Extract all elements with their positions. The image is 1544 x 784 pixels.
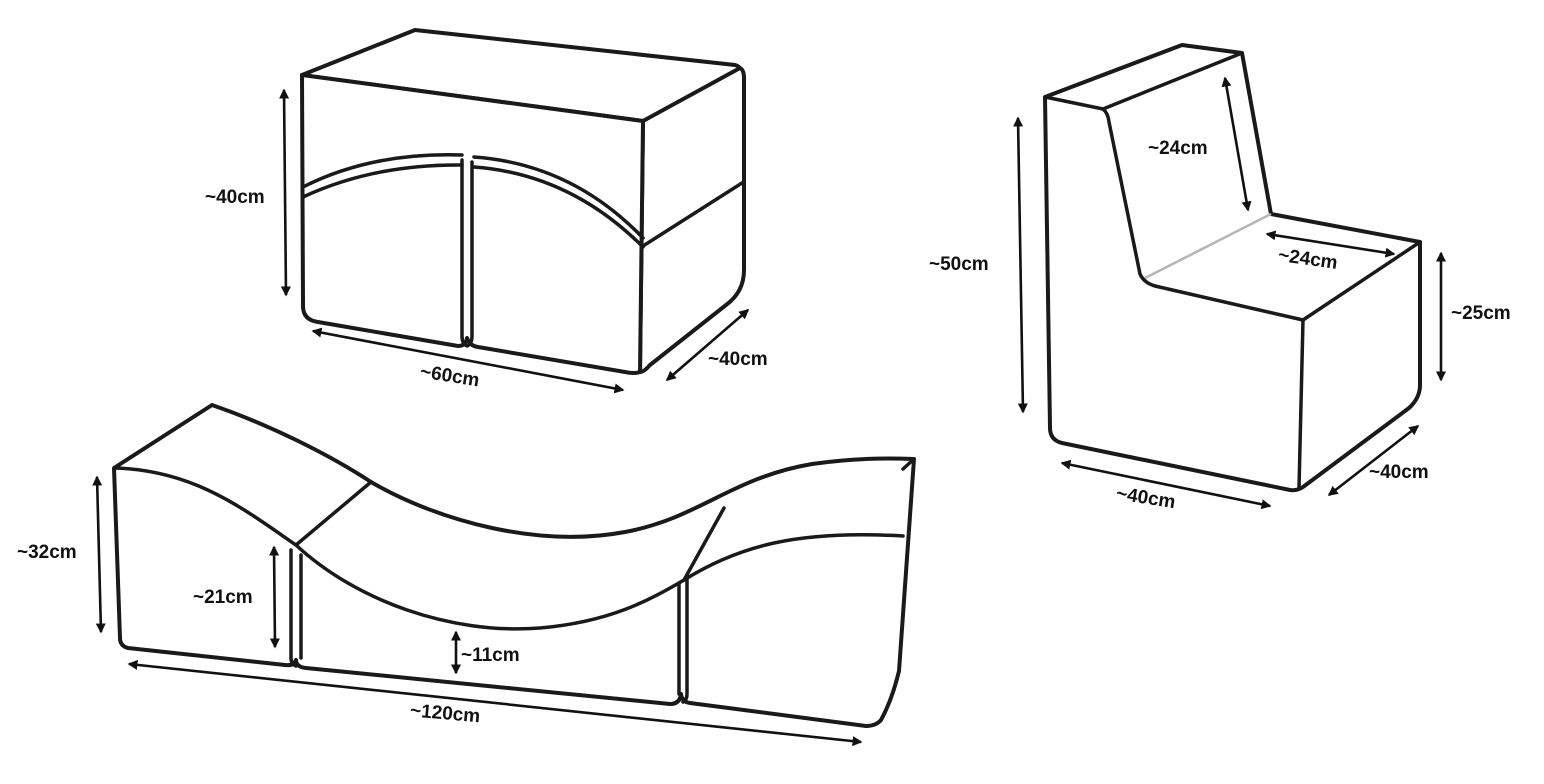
arch-cube-arch-upper bbox=[301, 153, 645, 240]
label-wave-center-height: ~11cm bbox=[461, 645, 520, 666]
dim-arrow-wave-end-height bbox=[92, 475, 106, 634]
dim-arrow-chair-total-height bbox=[1013, 116, 1028, 414]
dim-arrow-arch-width bbox=[311, 327, 625, 394]
wave-lounger-front-curve bbox=[294, 532, 905, 631]
dim-arrow-chair-seat-depth bbox=[1265, 230, 1396, 258]
label-chair-back-height: ~24cm bbox=[1148, 138, 1208, 159]
label-chair-total-height: ~50cm bbox=[929, 254, 989, 275]
arch-cube-arch-lower bbox=[301, 163, 645, 249]
chair-drawing bbox=[1043, 43, 1422, 493]
dim-arrow-arch-height bbox=[279, 88, 291, 297]
label-arch-height: ~40cm bbox=[205, 187, 265, 208]
chair-front-edge bbox=[1297, 318, 1305, 490]
wave-lounger-body bbox=[112, 403, 916, 728]
dimension-arrows bbox=[92, 76, 1446, 747]
label-wave-length: ~120cm bbox=[409, 700, 481, 727]
label-chair-width: ~40cm bbox=[1115, 483, 1177, 513]
arch-cube-drawing bbox=[300, 28, 746, 375]
label-chair-seat-height: ~25cm bbox=[1451, 303, 1511, 324]
dim-arrow-chair-back-height bbox=[1221, 76, 1252, 212]
dim-arrow-chair-depth bbox=[1327, 424, 1420, 497]
wave-lounger-far-edge bbox=[901, 457, 916, 471]
label-arch-width: ~60cm bbox=[419, 361, 481, 391]
dim-arrow-arch-depth bbox=[665, 309, 750, 381]
wave-lounger-top-seam-2 bbox=[682, 506, 726, 582]
label-chair-depth: ~40cm bbox=[1369, 462, 1429, 483]
label-wave-side-height: ~21cm bbox=[193, 587, 253, 608]
arch-cube-side-face bbox=[638, 66, 746, 374]
dim-arrow-wave-side-height bbox=[269, 545, 280, 649]
dimension-labels: ~40cm ~60cm ~40cm ~50cm ~24cm ~24cm ~25c… bbox=[17, 138, 1511, 727]
wave-lounger-drawing bbox=[112, 403, 916, 728]
label-arch-depth: ~40cm bbox=[708, 349, 768, 370]
wave-lounger-top-seam-1 bbox=[294, 480, 373, 547]
chair-seat-crease bbox=[1144, 212, 1272, 280]
chair-inner-corner bbox=[1101, 107, 1422, 322]
dim-arrow-chair-width bbox=[1060, 459, 1272, 510]
chair-body bbox=[1043, 43, 1422, 493]
wave-lounger-end-top bbox=[112, 466, 298, 547]
arch-cube-side-seam bbox=[641, 181, 744, 248]
dim-arrow-wave-length bbox=[127, 659, 863, 747]
label-wave-end-height: ~32cm bbox=[17, 542, 77, 563]
